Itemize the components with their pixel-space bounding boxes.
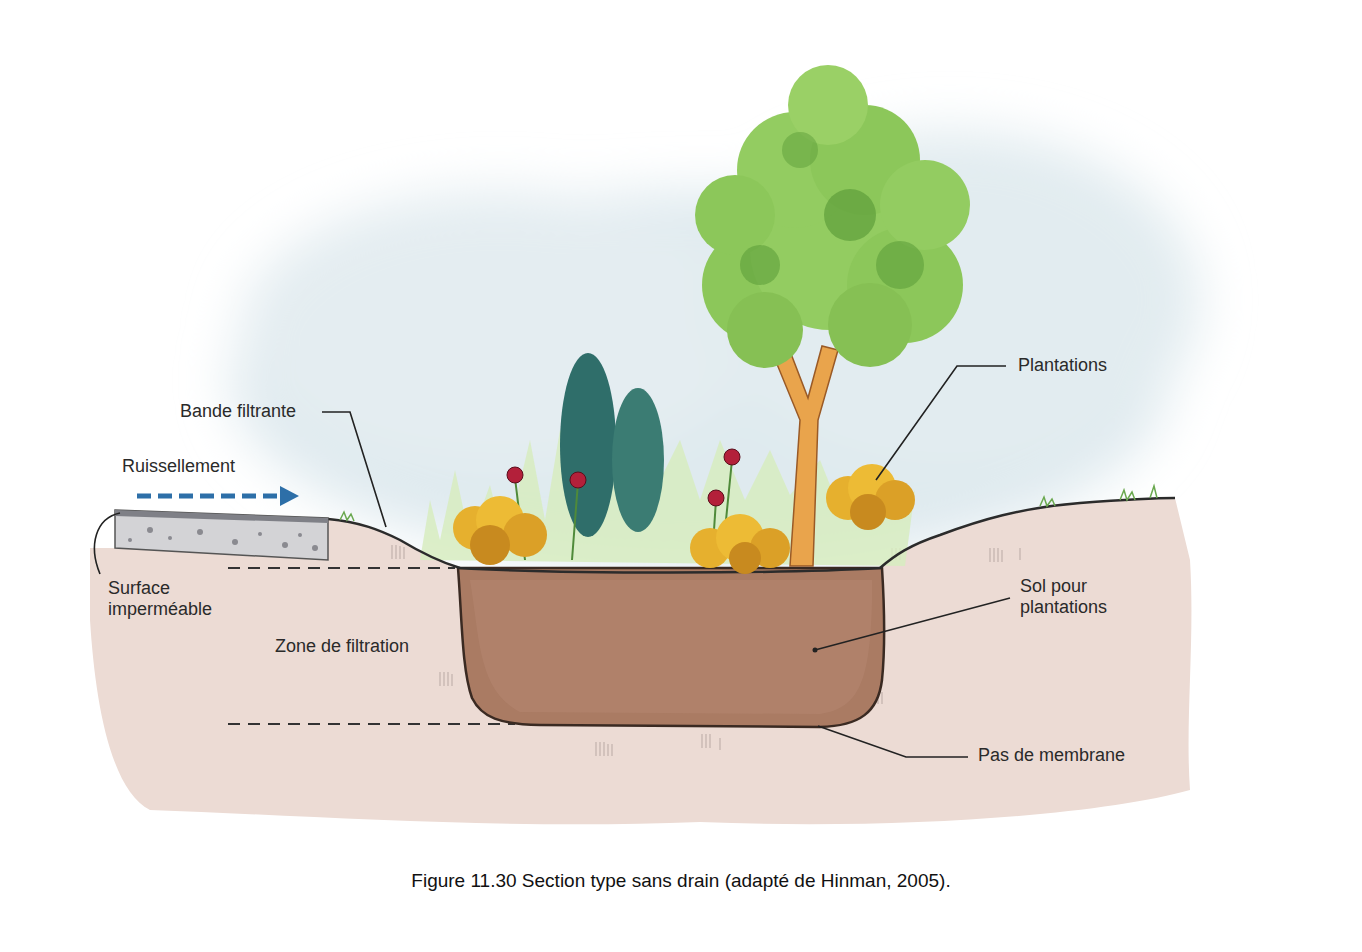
- filter-strip-label: Bande filtrante: [180, 401, 296, 422]
- soil-shading: [470, 580, 872, 714]
- sky-wash: [230, 130, 1200, 570]
- impermeable-slab: [115, 510, 328, 560]
- soil-label: Sol pour plantations: [1020, 576, 1130, 618]
- surface-label: Surface imperméable: [108, 578, 228, 620]
- slab-aggregate: [128, 527, 318, 551]
- planting-soil: [458, 568, 884, 727]
- runoff-label: Ruissellement: [122, 456, 235, 477]
- runoff-arrow: [137, 494, 282, 499]
- cypress: [612, 388, 664, 532]
- plant-label: Plantations: [1018, 355, 1107, 376]
- membrane-label: Pas de membrane: [978, 745, 1125, 766]
- leader-dot: [813, 648, 818, 653]
- zone-label: Zone de filtration: [275, 636, 409, 657]
- tree-canopy: [695, 65, 970, 368]
- slab-top: [115, 510, 328, 523]
- runoff-arrowhead: [280, 486, 299, 506]
- leader-lines: [94, 366, 1010, 757]
- cypress: [560, 353, 616, 537]
- figure-caption: Figure 11.30 Section type sans drain (ad…: [0, 870, 1362, 892]
- soil-texture: [392, 545, 1020, 756]
- grass: [420, 430, 915, 566]
- shrubs: [453, 464, 915, 574]
